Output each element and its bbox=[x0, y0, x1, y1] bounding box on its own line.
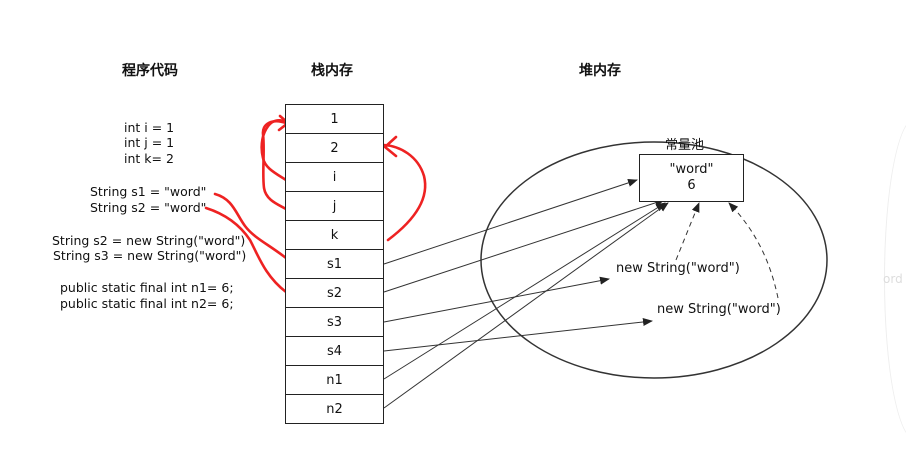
stack-cell-k: k bbox=[285, 221, 384, 250]
code-line-s1: String s1 = "word" bbox=[90, 184, 207, 199]
code-line-n1: public static final int n1= 6; bbox=[60, 280, 234, 295]
dashed-obj2-to-pool bbox=[728, 202, 779, 299]
stack-cell-2: 2 bbox=[285, 134, 384, 163]
red-curve-k-to-2 bbox=[382, 143, 427, 242]
stack-cell-s4: s4 bbox=[285, 337, 384, 366]
red-curve-s1 bbox=[213, 192, 288, 260]
faint-cropped-text: ord bbox=[883, 272, 903, 286]
stack-cell-i: i bbox=[285, 163, 384, 192]
code-line-s2: String s2 = "word" bbox=[90, 200, 207, 215]
code-line-int-k: int k= 2 bbox=[124, 151, 174, 166]
red-annotations bbox=[204, 114, 427, 294]
pool-number-value: 6 bbox=[687, 178, 696, 193]
stack-cell-j: j bbox=[285, 192, 384, 221]
heap-object-2: new String("word") bbox=[657, 302, 781, 317]
stack-cell-1: 1 bbox=[285, 104, 384, 134]
constant-pool-box: "word" 6 bbox=[639, 154, 744, 202]
stack-cell-s2: s2 bbox=[285, 279, 384, 308]
arrow-s2-to-pool bbox=[383, 199, 665, 293]
code-line-n2: public static final int n2= 6; bbox=[60, 296, 234, 311]
arrow-n1-to-pool bbox=[383, 202, 666, 380]
code-line-new-s2: String s2 = new String("word") bbox=[52, 233, 246, 248]
code-header: 程序代码 bbox=[122, 63, 178, 79]
arrow-s1-to-pool bbox=[383, 179, 638, 265]
red-arrowhead-2 bbox=[383, 135, 398, 158]
stack-cell-s1: s1 bbox=[285, 250, 384, 279]
stack-cell-n2: n2 bbox=[285, 395, 384, 424]
stack-cell-n1: n1 bbox=[285, 366, 384, 395]
constant-pool-label: 常量池 bbox=[665, 138, 705, 153]
red-curve-i-to-1 bbox=[260, 118, 288, 182]
arrow-n2-to-pool bbox=[383, 202, 669, 409]
arrow-s4-to-obj2 bbox=[383, 318, 653, 352]
code-line-new-s3: String s3 = new String("word") bbox=[53, 248, 247, 263]
code-line-int-i: int i = 1 bbox=[124, 120, 175, 135]
pool-word-value: "word" bbox=[669, 162, 714, 177]
stack-header: 栈内存 bbox=[311, 63, 353, 79]
code-line-int-j: int j = 1 bbox=[124, 135, 175, 150]
heap-object-1: new String("word") bbox=[616, 261, 740, 276]
arrow-s3-to-obj1 bbox=[383, 276, 610, 323]
stack-cell-s3: s3 bbox=[285, 308, 384, 337]
dashed-obj1-to-pool bbox=[675, 202, 700, 261]
red-curve-s2 bbox=[204, 206, 288, 294]
stack-memory: 1 2 i j k s1 s2 s3 s4 n1 n2 bbox=[285, 104, 384, 424]
heap-header: 堆内存 bbox=[579, 63, 621, 79]
